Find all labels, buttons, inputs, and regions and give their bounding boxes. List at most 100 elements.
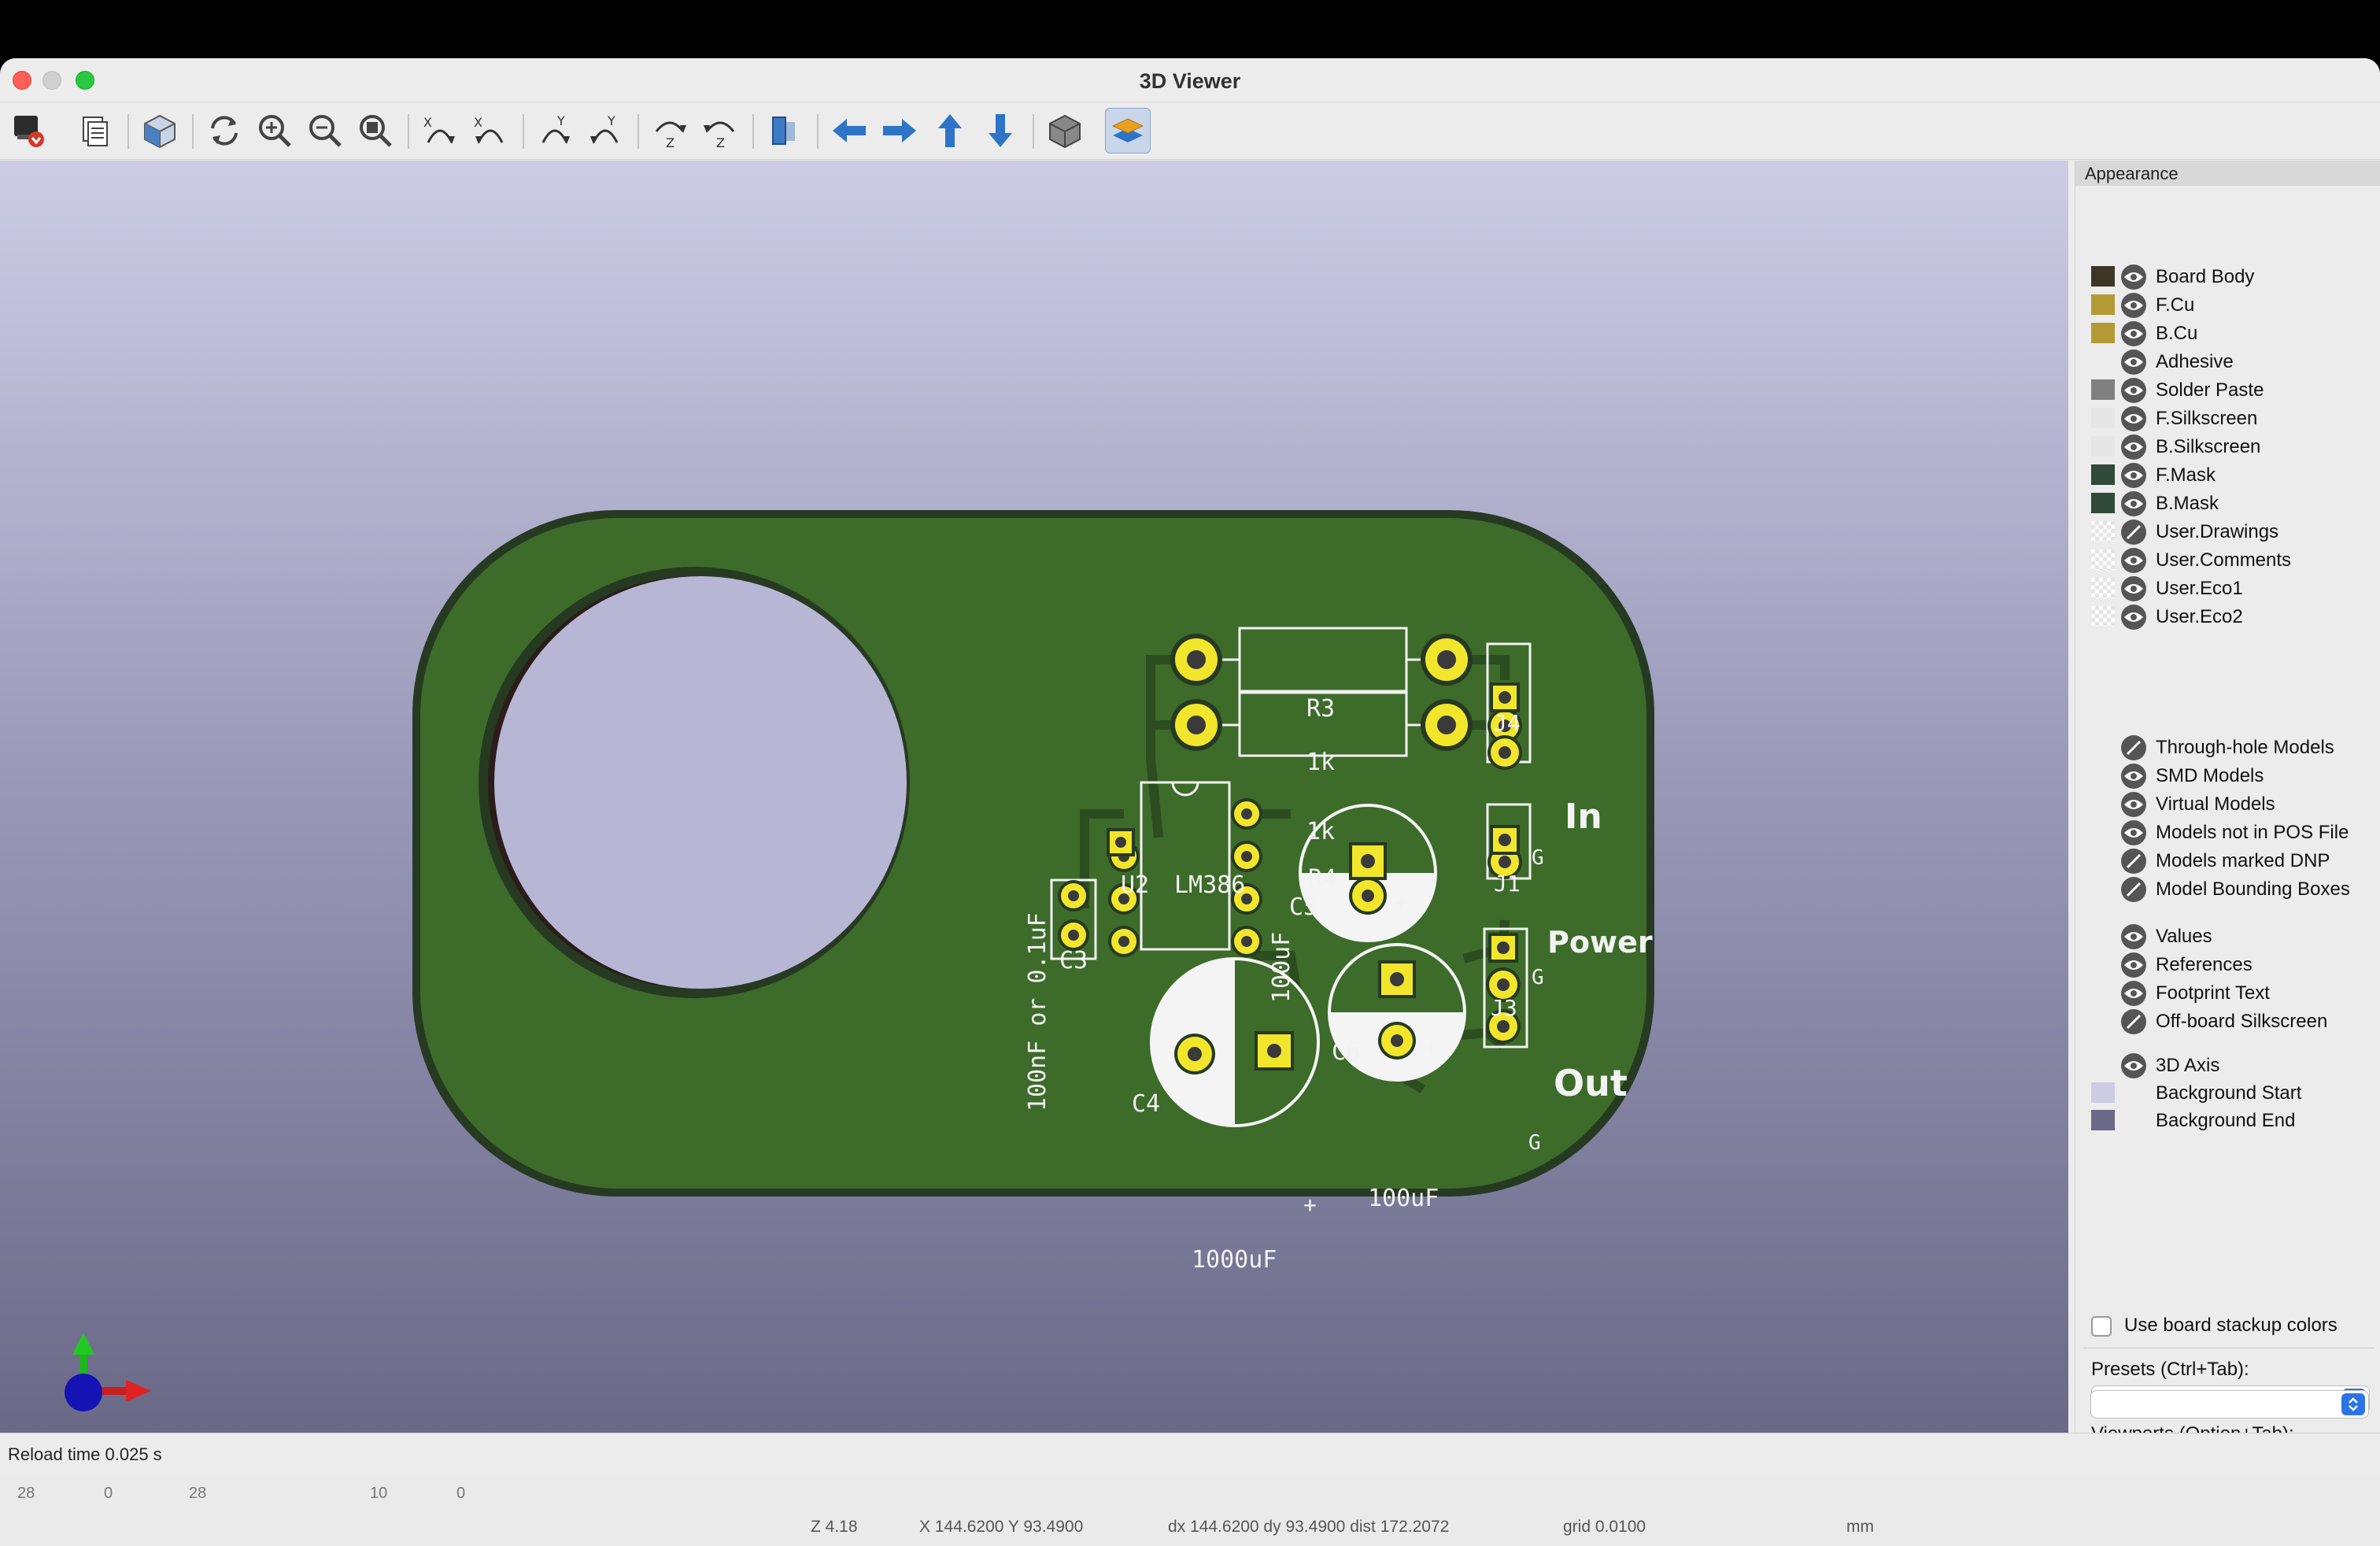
eye-icon[interactable]	[2121, 548, 2146, 573]
color-swatch[interactable]	[2091, 549, 2115, 570]
appearance-row-references[interactable]: References	[2075, 951, 2380, 979]
color-swatch[interactable]	[2091, 493, 2115, 513]
move-up-button[interactable]	[927, 108, 973, 153]
color-swatch[interactable]	[2091, 606, 2115, 627]
rotate-x-cw-button[interactable]: X	[468, 108, 513, 153]
appearance-row-user-drawings[interactable]: User.Drawings	[2075, 518, 2380, 546]
color-swatch[interactable]	[2091, 436, 2115, 457]
color-swatch[interactable]	[2091, 294, 2115, 315]
eye-icon[interactable]	[2121, 350, 2146, 375]
appearance-row-3d-axis[interactable]: 3D Axis	[2075, 1052, 2380, 1080]
color-swatch[interactable]	[2091, 266, 2115, 287]
close-window-button[interactable]	[13, 71, 31, 90]
appearance-row-solder-paste[interactable]: Solder Paste	[2075, 376, 2380, 405]
appearance-row-background-start[interactable]: Background Start	[2075, 1079, 2380, 1108]
c5-value-text: 100uF	[1268, 932, 1295, 1003]
move-left-button[interactable]	[826, 108, 872, 153]
appearance-row-user-comments[interactable]: User.Comments	[2075, 546, 2380, 575]
zoom-fit-button[interactable]	[353, 108, 398, 153]
eye-icon[interactable]	[2121, 764, 2146, 789]
render-button[interactable]	[6, 108, 52, 153]
appearance-row-adhesive[interactable]: Adhesive	[2075, 348, 2380, 376]
3d-viewport[interactable]: R3 1k 1k R4 J4 J1 J3 G G G U2 LM386 C5 C…	[0, 161, 2068, 1433]
appearance-row-through-hole-models[interactable]: Through-hole Models	[2075, 734, 2380, 762]
view-3d-button[interactable]	[137, 108, 183, 153]
eye-icon[interactable]	[2121, 1053, 2146, 1078]
eye-icon[interactable]	[2121, 820, 2146, 845]
eye-icon[interactable]	[2121, 435, 2146, 460]
use-board-stackup-colors-checkbox[interactable]	[2091, 1316, 2112, 1337]
rotate-x-ccw-button[interactable]: X	[417, 108, 463, 153]
flip-board-button[interactable]	[762, 108, 808, 153]
rotate-z-ccw-button[interactable]: Z	[647, 108, 693, 153]
appearance-row-models-not-in-pos-file[interactable]: Models not in POS File	[2075, 819, 2380, 847]
eye-icon[interactable]	[2121, 981, 2146, 1006]
toolbar-separator	[408, 114, 409, 149]
appearance-row-f-mask[interactable]: F.Mask	[2075, 461, 2380, 490]
appearance-row-footprint-text[interactable]: Footprint Text	[2075, 979, 2380, 1008]
viewports-select[interactable]	[2090, 1390, 2369, 1418]
appearance-row-background-end[interactable]: Background End	[2075, 1107, 2380, 1135]
color-swatch[interactable]	[2091, 379, 2115, 400]
rotate-z-cw-button[interactable]: Z	[697, 108, 743, 153]
appearance-row-f-cu[interactable]: F.Cu	[2075, 291, 2380, 320]
appearance-row-virtual-models[interactable]: Virtual Models	[2075, 790, 2380, 819]
copy-image-button[interactable]	[72, 108, 118, 153]
appearance-row-b-cu[interactable]: B.Cu	[2075, 320, 2380, 348]
eye-icon[interactable]	[2121, 924, 2146, 949]
layers-icon	[1111, 118, 1144, 142]
rotate-y-cw-button[interactable]: Y	[582, 108, 628, 153]
eye-icon[interactable]	[2121, 264, 2146, 290]
eye-icon[interactable]	[2121, 378, 2146, 403]
appearance-row-b-mask[interactable]: B.Mask	[2075, 490, 2380, 518]
eye-icon[interactable]	[2121, 463, 2146, 488]
maximize-window-button[interactable]	[76, 71, 94, 90]
eye-icon[interactable]	[2121, 792, 2146, 817]
eye-hidden-icon[interactable]	[2121, 1009, 2146, 1034]
move-right-button[interactable]	[877, 108, 922, 153]
appearance-row-board-body[interactable]: Board Body	[2075, 263, 2380, 291]
zoom-in-button[interactable]	[252, 108, 298, 153]
appearance-row-model-bounding-boxes[interactable]: Model Bounding Boxes	[2075, 875, 2380, 904]
color-swatch[interactable]	[2091, 578, 2115, 598]
appearance-row-label: F.Mask	[2156, 464, 2216, 486]
color-swatch[interactable]	[2091, 521, 2115, 542]
layers-toggle-button[interactable]	[1105, 108, 1151, 153]
cursor-position-readout: X 144.6200 Y 93.4900	[919, 1518, 1084, 1536]
appearance-row-f-silkscreen[interactable]: F.Silkscreen	[2075, 405, 2380, 433]
eye-icon[interactable]	[2121, 321, 2146, 346]
eye-hidden-icon[interactable]	[2121, 735, 2146, 760]
appearance-row-user-eco2[interactable]: User.Eco2	[2075, 603, 2380, 631]
appearance-row-smd-models[interactable]: SMD Models	[2075, 762, 2380, 790]
toolbar-separator	[817, 114, 819, 149]
eye-icon[interactable]	[2121, 605, 2146, 630]
appearance-row-label: F.Silkscreen	[2156, 408, 2258, 429]
eye-hidden-icon[interactable]	[2121, 877, 2146, 902]
zoom-out-button[interactable]	[302, 108, 348, 153]
minimize-window-button[interactable]	[42, 71, 61, 90]
eye-icon[interactable]	[2121, 576, 2146, 601]
color-swatch[interactable]	[2091, 1082, 2115, 1103]
eye-icon[interactable]	[2121, 952, 2146, 978]
appearance-row-label: Adhesive	[2156, 351, 2234, 372]
eye-icon[interactable]	[2121, 406, 2146, 431]
eye-hidden-icon[interactable]	[2121, 849, 2146, 874]
ortho-projection-button[interactable]	[1042, 108, 1088, 153]
eye-icon[interactable]	[2121, 491, 2146, 516]
rotate-y-ccw-button[interactable]: Y	[532, 108, 578, 153]
move-down-button[interactable]	[978, 108, 1023, 153]
appearance-row-b-silkscreen[interactable]: B.Silkscreen	[2075, 433, 2380, 461]
appearance-row-models-marked-dnp[interactable]: Models marked DNP	[2075, 847, 2380, 875]
appearance-row-user-eco1[interactable]: User.Eco1	[2075, 575, 2380, 603]
r3-ref-text: R3	[1306, 695, 1335, 723]
color-swatch[interactable]	[2091, 464, 2115, 485]
eye-icon[interactable]	[2121, 293, 2146, 318]
redraw-button[interactable]	[201, 108, 247, 153]
appearance-row-values[interactable]: Values	[2075, 923, 2380, 951]
appearance-row-off-board-silkscreen[interactable]: Off-board Silkscreen	[2075, 1008, 2380, 1036]
u2-ref-text: U2	[1121, 871, 1149, 899]
color-swatch[interactable]	[2091, 1110, 2115, 1130]
color-swatch[interactable]	[2091, 408, 2115, 428]
color-swatch[interactable]	[2091, 323, 2115, 343]
eye-hidden-icon[interactable]	[2121, 520, 2146, 545]
